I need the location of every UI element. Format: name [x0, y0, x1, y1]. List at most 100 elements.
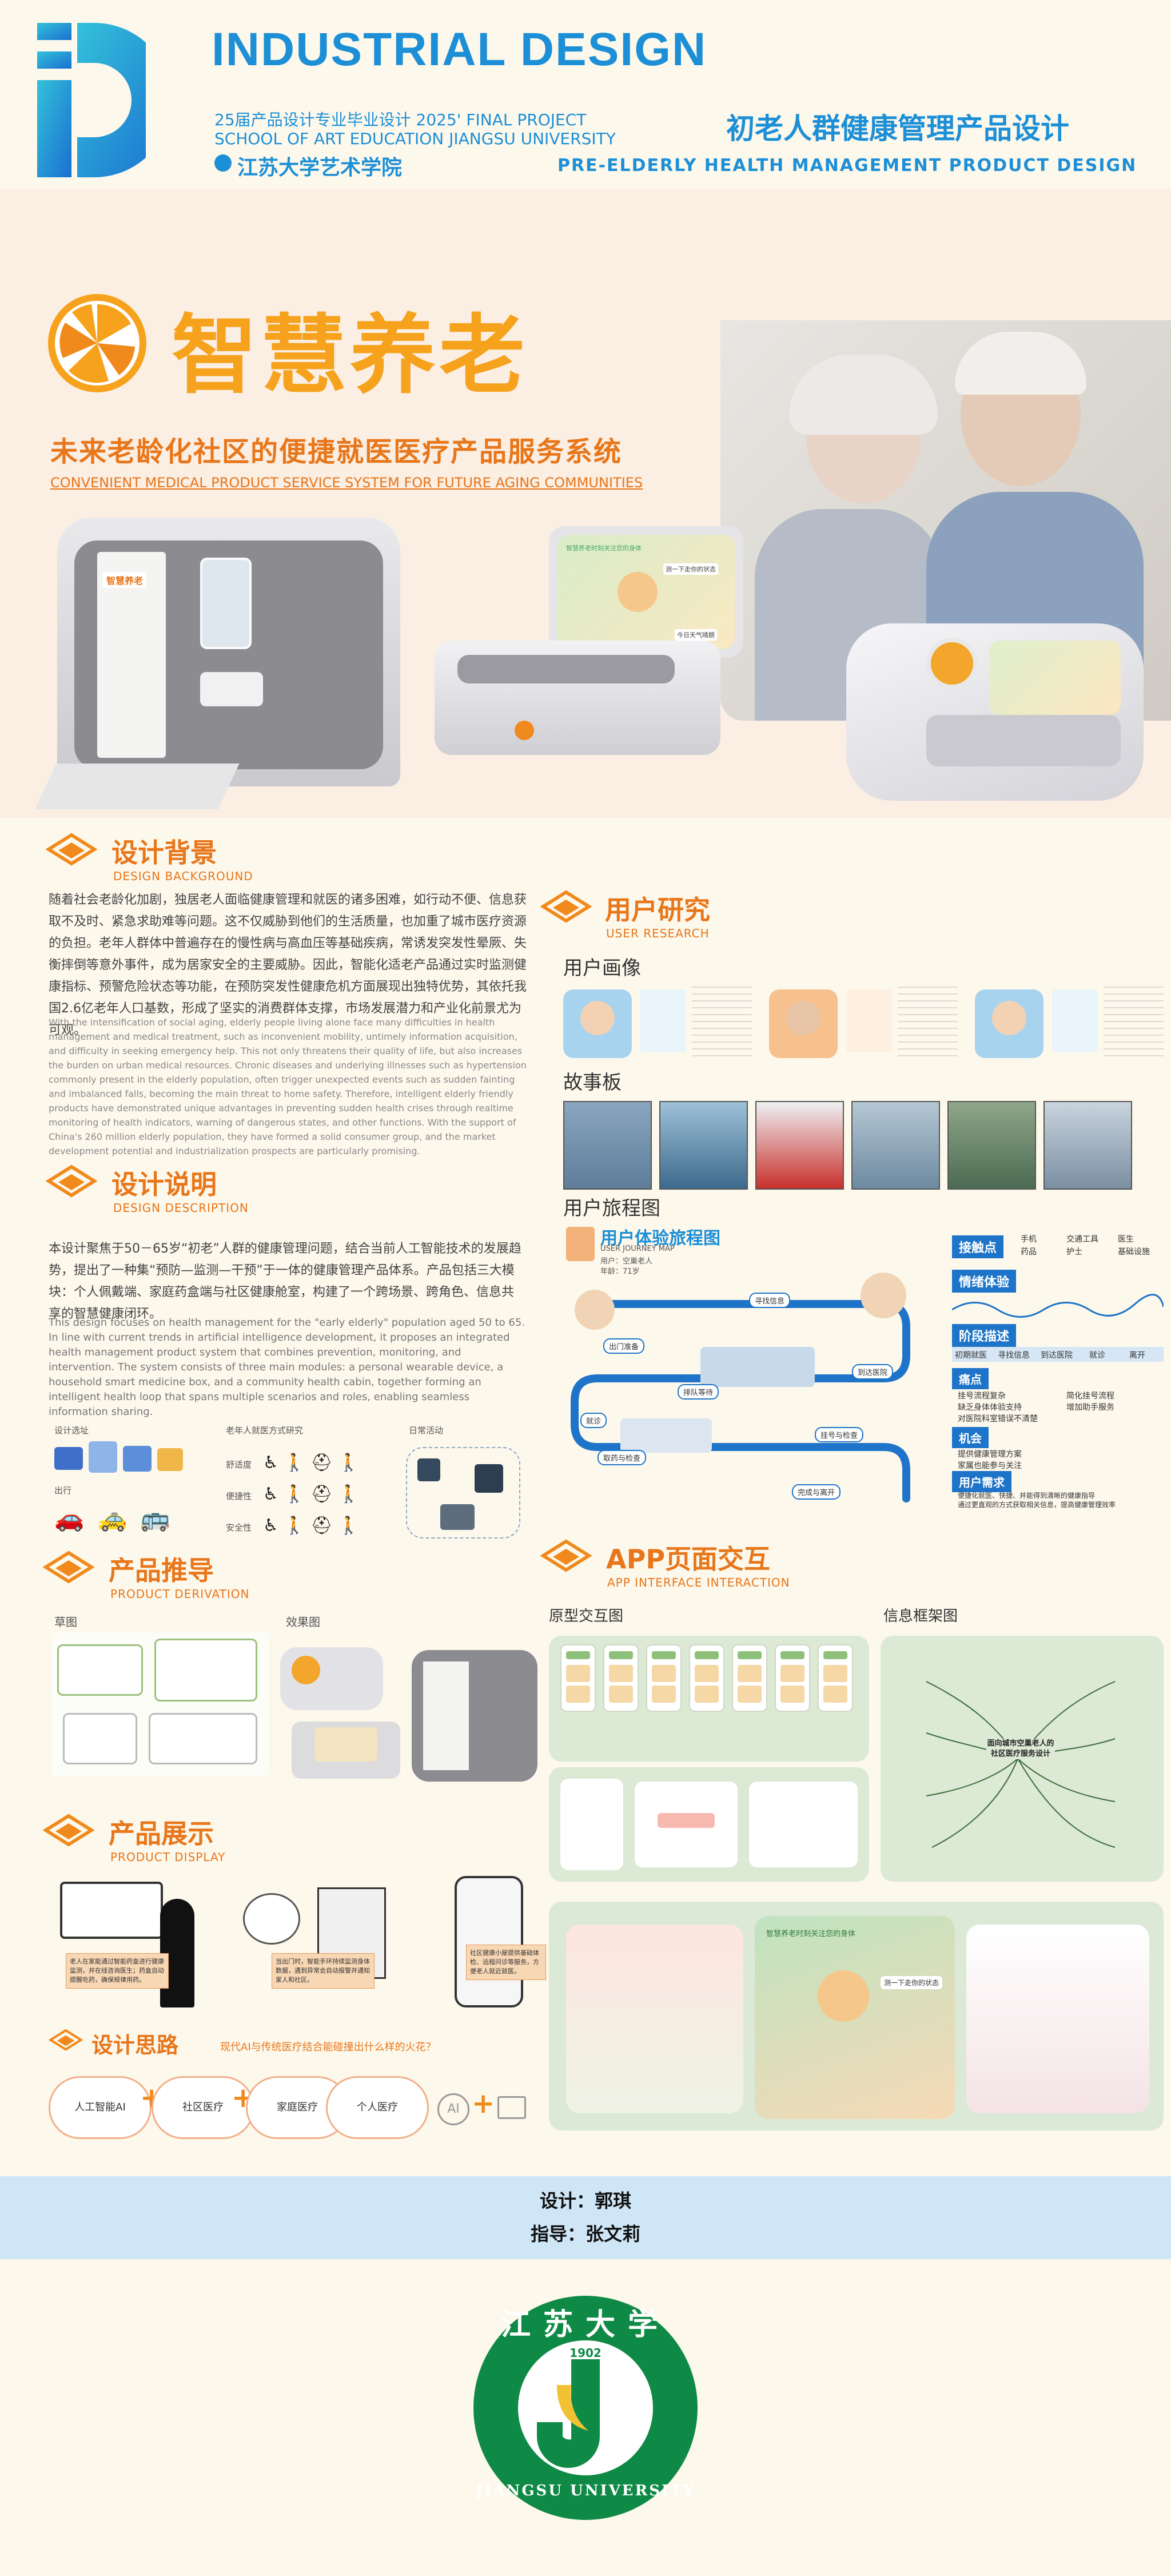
- pain-point: 增加助手服务: [1066, 1403, 1114, 1412]
- diamond-icon: [43, 1551, 94, 1584]
- description-text-en: This design focuses on health management…: [49, 1317, 525, 1418]
- diamond-icon: [49, 2029, 83, 2051]
- stage-tag: 到达医院: [1041, 1351, 1073, 1360]
- display-scenes: 老人在家能通过智能药盒进行健康监测，并在线咨询医生；药盒自动提醒吃药，确保规律用…: [54, 1876, 546, 2025]
- display-note: 社区健康小屋提供基础体检、远程问诊等服务，方便老人就近就医。: [466, 1945, 546, 1980]
- sketch-label: 草图: [54, 1615, 77, 1629]
- stage-pill: 挂号与检查: [815, 1427, 864, 1442]
- stage-pill: 取药与检查: [598, 1450, 647, 1465]
- thinking-item: 社区医疗: [152, 2076, 254, 2139]
- display-subtitle: PRODUCT DISPLAY: [110, 1850, 226, 1864]
- header: INDUSTRIAL DESIGN 25届产品设计专业毕业设计 2025' FI…: [0, 0, 1171, 183]
- taxi-icon: 🚕: [97, 1504, 128, 1532]
- map-graphic: [54, 1441, 186, 1476]
- seal-bottom-text: JIANGSU UNIVERSITY: [475, 2482, 696, 2499]
- touchpoint-item: 医生: [1118, 1235, 1134, 1244]
- area-label: 设计选址: [54, 1425, 89, 1436]
- description-subtitle: DESIGN DESCRIPTION: [113, 1201, 249, 1215]
- journey-path: [571, 1300, 910, 1502]
- daily-label: 日常活动: [409, 1425, 444, 1436]
- persona-label: 用户画像: [563, 957, 641, 980]
- header-project-line: 25届产品设计专业毕业设计 2025' FINAL PROJECT: [214, 110, 587, 129]
- designer-credit: 设计：郭琪: [539, 2190, 631, 2212]
- stage-tags-row: [952, 1347, 1164, 1362]
- row-safety-label: 安全性: [226, 1522, 252, 1533]
- booth-label: 智慧养老: [103, 572, 147, 588]
- display-note: 老人在家能通过智能药盒进行健康监测，并在线咨询医生；药盒自动提醒吃药，确保规律用…: [66, 1953, 169, 1989]
- journey-map: 用户体验旅程图 USER JOURNEY MAP 用户：空巢老人 年龄：71岁 …: [563, 1224, 1169, 1510]
- legend-need: 用户需求: [952, 1471, 1011, 1492]
- description-title: 设计说明: [111, 1169, 217, 1200]
- header-title-en: INDUSTRIAL DESIGN: [212, 23, 707, 75]
- pain-point: 挂号流程复杂: [958, 1392, 1006, 1401]
- hero-tagline-cn: 未来老龄化社区的便捷就医医疗产品服务系统: [50, 436, 623, 468]
- seal-year: 1902: [569, 2346, 602, 2360]
- derivation-subtitle: PRODUCT DERIVATION: [110, 1587, 250, 1601]
- story-panel: [851, 1101, 940, 1190]
- need-item: 通过更直观的方式获取相关信息，提高健康管理效率: [958, 1501, 1116, 1509]
- diamond-icon: [46, 1164, 97, 1198]
- render-label: 效果图: [286, 1615, 320, 1629]
- persona-card: [766, 984, 961, 1067]
- ai-icon: AI: [437, 2093, 469, 2125]
- background-subtitle: DESIGN BACKGROUND: [113, 869, 253, 883]
- medicine-box-render: [846, 623, 1144, 812]
- kiosk-render: 智慧养老时刻关注您的身体 测一下走你的状态 今日天气晴朗: [435, 526, 755, 778]
- story-panel: [1043, 1101, 1132, 1190]
- stage-pill: 排队等待: [678, 1384, 719, 1400]
- advisor-credit: 指导：张文莉: [530, 2223, 640, 2245]
- legend-emotion: 情绪体验: [952, 1270, 1017, 1293]
- display-title: 产品展示: [109, 1818, 214, 1849]
- touchpoint-item: 交通工具: [1066, 1235, 1098, 1244]
- app-subtitle: APP INTERFACE INTERACTION: [607, 1576, 790, 1589]
- row-convenience-label: 便捷性: [226, 1491, 252, 1501]
- story-panel: [755, 1101, 844, 1190]
- medical-way-label: 老年人就医方式研究: [226, 1425, 304, 1436]
- story-panel: [947, 1101, 1036, 1190]
- background-title: 设计背景: [111, 837, 217, 868]
- travel-label: 出行: [54, 1485, 72, 1496]
- research-subtitle: USER RESEARCH: [606, 927, 710, 940]
- journey-title-en: USER JOURNEY MAP: [600, 1245, 675, 1253]
- row-comfort-label: 舒适度: [226, 1460, 252, 1470]
- chance-item: 家属也能参与关注: [958, 1461, 1022, 1470]
- background-text-en: With the intensification of social aging…: [49, 1017, 527, 1156]
- journey-label: 用户旅程图: [563, 1197, 660, 1220]
- stage-pill: 寻找信息: [749, 1293, 791, 1308]
- header-project-title-en: PRE-ELDERLY HEALTH MANAGEMENT PRODUCT DE…: [557, 156, 1137, 176]
- brand-title: 智慧养老: [172, 306, 529, 406]
- kiosk-screen-line-2: 测一下走你的状态: [663, 563, 718, 575]
- id-logo-icon: [37, 23, 146, 177]
- chance-item: 提供健康管理方案: [958, 1450, 1022, 1459]
- framework-label: 信息框架图: [883, 1608, 958, 1625]
- story-panel: [563, 1101, 652, 1190]
- persona-card: [972, 984, 1166, 1067]
- sketch-board: [51, 1633, 269, 1776]
- prototype-panel: [549, 1636, 869, 1762]
- stage-tag: 离开: [1129, 1351, 1145, 1360]
- plus-icon: +: [472, 2088, 495, 2120]
- mind-map-center: 面向城市空巢老人的社区医疗服务设计: [986, 1739, 1055, 1759]
- display-note: 当出门时，智能手环持续监测身体数据，遇到异常会自动报警并通知家人和社区。: [272, 1953, 375, 1989]
- car-icon: 🚗: [54, 1504, 85, 1532]
- journey-age: 年龄：71岁: [600, 1267, 640, 1276]
- thinking-title: 设计思路: [91, 2033, 179, 2058]
- bus-icon: 🚌: [140, 1504, 170, 1532]
- pain-point: 对医院科室错误不清楚: [958, 1414, 1038, 1424]
- credits-band: 设计：郭琪 指导：张文莉: [0, 2176, 1171, 2259]
- legend-stage-desc: 阶段描述: [952, 1324, 1017, 1347]
- journey-role: 用户：空巢老人: [600, 1257, 653, 1266]
- app-screens-panel: 智慧养老时刻关注您的身体 测一下走你的状态: [549, 1902, 1164, 2130]
- touchpoint-item: 护士: [1066, 1247, 1082, 1257]
- stage-tag: 寻找信息: [998, 1351, 1030, 1360]
- app-screen-text-1: 智慧养老时刻关注您的身体: [766, 1930, 856, 1938]
- diamond-icon: [540, 1539, 592, 1572]
- jiangsu-university-seal-icon: [473, 2296, 698, 2520]
- school-badge-icon: [214, 154, 232, 172]
- story-panel: [659, 1101, 748, 1190]
- stage-pill: 完成与离开: [792, 1484, 841, 1500]
- render-board: [280, 1647, 543, 1784]
- legend-touchpoint: 接触点: [952, 1235, 1004, 1258]
- legend-pain: 痛点: [952, 1368, 989, 1389]
- mobility-icons: ♿ 🚶 ⛑ 🚶♿ 🚶 ⛑ 🚶♿ 🚶 ⛑ 🚶: [263, 1453, 360, 1536]
